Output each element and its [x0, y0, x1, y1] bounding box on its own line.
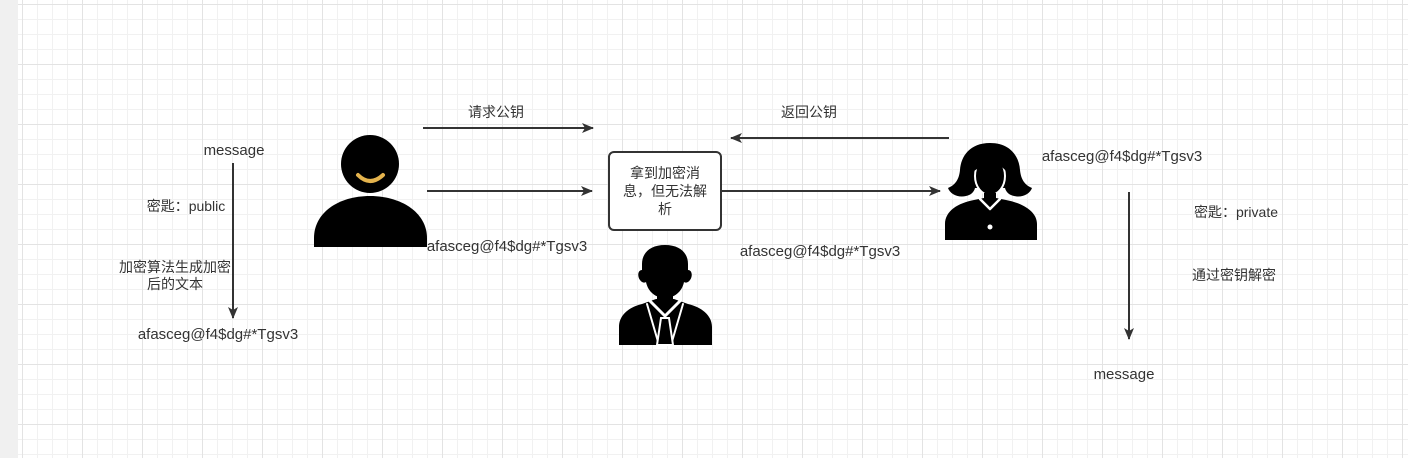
- sent-ciphertext-label[interactable]: afasceg@f4$dg#*Tgsv3: [427, 238, 587, 255]
- note-box-line-1: 拿到加密消: [630, 165, 700, 181]
- businessman-tie: [655, 317, 675, 346]
- note-box-frame: [608, 151, 722, 231]
- woman-collar: [978, 197, 1002, 211]
- receiver-message-label[interactable]: message: [1094, 366, 1155, 383]
- person-smile: [356, 173, 385, 183]
- person-icon[interactable]: [314, 135, 427, 247]
- request-key-label[interactable]: 请求公钥: [468, 104, 524, 120]
- note-box-line-2: 息，但无法解: [623, 183, 707, 199]
- private-key-label[interactable]: 密匙：private: [1194, 204, 1278, 220]
- decryption-process-label[interactable]: 通过密钥解密: [1192, 267, 1276, 283]
- encryption-process-line-1: 加密算法生成加密: [119, 259, 231, 275]
- interceptor-note-box[interactable]: 拿到加密消 息，但无法解 析: [608, 151, 722, 231]
- outside-canvas-area: [0, 0, 18, 458]
- businessman-icon[interactable]: [619, 245, 712, 346]
- woman-icon[interactable]: [945, 143, 1037, 240]
- businessman-lapels: [646, 303, 684, 346]
- woman-bangs: [974, 153, 1006, 171]
- receiver-ciphertext-label[interactable]: afasceg@f4$dg#*Tgsv3: [1042, 148, 1202, 165]
- forwarded-ciphertext-label[interactable]: afasceg@f4$dg#*Tgsv3: [740, 243, 900, 260]
- sender-ciphertext-label[interactable]: afasceg@f4$dg#*Tgsv3: [138, 326, 298, 343]
- sender-message-label[interactable]: message: [204, 142, 265, 159]
- encryption-process-line-2: 后的文本: [147, 276, 203, 292]
- woman-button: [987, 224, 993, 230]
- public-key-label[interactable]: 密匙：public: [147, 198, 226, 214]
- businessman-neck: [657, 292, 673, 302]
- businessman-collar: [648, 299, 682, 318]
- woman-neck: [984, 193, 996, 201]
- woman-body: [945, 198, 1037, 240]
- note-box-line-3: 析: [658, 201, 672, 217]
- businessman-head: [638, 245, 692, 298]
- return-key-label[interactable]: 返回公钥: [781, 104, 837, 120]
- encryption-process-label[interactable]: 加密算法生成加密 后的文本: [119, 259, 231, 292]
- person-head: [341, 135, 399, 193]
- person-body: [314, 196, 427, 247]
